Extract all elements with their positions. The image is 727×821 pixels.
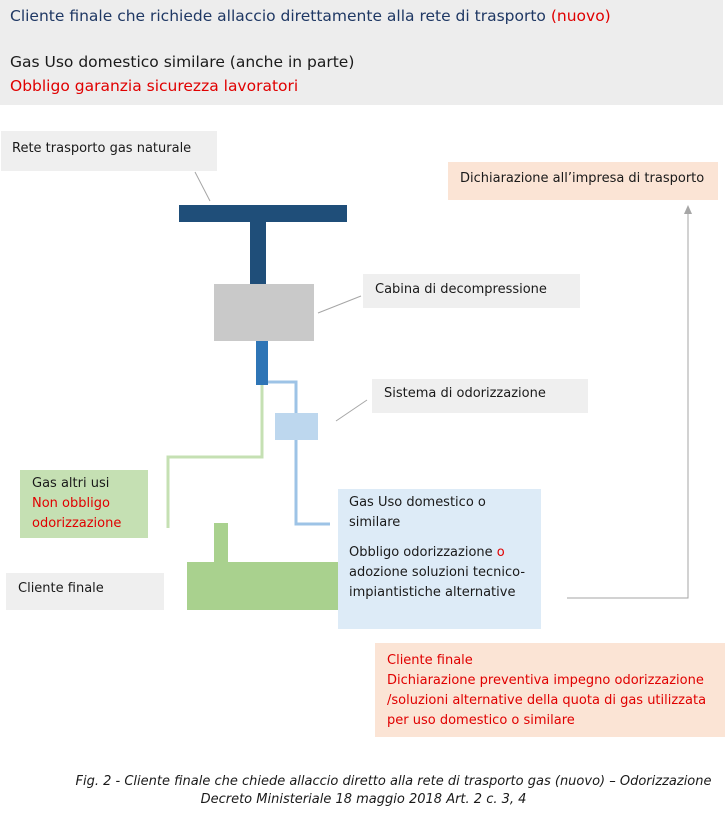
end-client-block [187,562,353,610]
spacer [349,533,541,543]
odorization-block [275,413,318,440]
end-client-connector [214,523,228,562]
label-decompression-cabin-text: Cabina di decompressione [375,282,547,297]
label-domestic-use-line-2: similare [349,515,401,530]
pipe-light-blue-lower [294,440,330,526]
label-odorization-system: Sistema di odorizzazione [372,379,588,413]
label-domestic-use-line-3a: Obbligo odorizzazione [349,545,497,560]
label-declaration-transport: Dichiarazione all’impresa di trasporto [448,162,718,200]
label-declaration-transport-text: Dichiarazione all’impresa di trasporto [460,171,705,186]
arrow-head [684,205,692,214]
leader-rete [194,171,211,202]
label-other-uses-line-2: Non obbligo [32,496,110,511]
header-title: Cliente finale che richiede allaccio dir… [10,7,611,25]
label-end-client-declaration-line-3: /soluzioni alternative della quota di ga… [387,693,707,708]
label-domestic-use-line-3b: o [496,545,505,560]
label-transport-network: Rete trasporto gas naturale [1,131,217,171]
header-title-highlight: (nuovo) [550,7,611,25]
label-other-uses-line-1: Gas altri usi [32,476,110,491]
label-domestic-use-line-3: Obbligo odorizzazione o [349,543,541,563]
figure-caption-line-1: Fig. 2 - Cliente finale che chiede allac… [75,774,712,789]
label-end-client-declaration-line-4: per uso domestico o similare [387,713,575,728]
label-end-client-declaration-line-2: Dichiarazione preventiva impegno odorizz… [387,673,704,688]
header-line-2: Obbligo garanzia sicurezza lavoratori [10,77,299,95]
figure-caption: Fig. 2 - Cliente finale che chiede allac… [0,773,727,809]
label-transport-network-text: Rete trasporto gas naturale [12,141,192,156]
pipe-green [166,385,264,528]
header-title-text: Cliente finale che richiede allaccio dir… [10,7,546,25]
label-end-client-declaration-line-1: Cliente finale [387,653,473,668]
label-domestic-use-line-5: impiantistiche alternative [349,585,516,600]
label-odorization-system-text: Sistema di odorizzazione [384,386,546,401]
label-end-client: Cliente finale [6,573,164,610]
label-other-uses-line-3: odorizzazione [32,516,122,531]
transport-network-stem [250,222,266,284]
main-pipe [256,341,268,385]
label-end-client-text: Cliente finale [18,581,104,596]
label-end-client-declaration: Cliente finale Dichiarazione preventiva … [375,643,725,737]
transport-network-bar [179,205,347,222]
leader-cabina [317,295,362,314]
figure-caption-line-2: Decreto Ministeriale 18 maggio 2018 Art.… [200,792,527,807]
label-other-uses: Gas altri usi Non obbligo odorizzazione [20,470,148,538]
label-domestic-use-line-4: adozione soluzioni tecnico- [349,565,526,580]
label-domestic-use-line-1: Gas Uso domestico o [349,495,486,510]
header-panel: Cliente finale che richiede allaccio dir… [0,0,723,105]
decompression-cabin-block [214,284,314,341]
label-decompression-cabin: Cabina di decompressione [363,274,580,308]
leader-odor [335,399,368,422]
label-domestic-use: Gas Uso domestico o similare Obbligo odo… [338,489,541,629]
header-line-1: Gas Uso domestico similare (anche in par… [10,53,355,71]
arrow-line [567,210,689,599]
pipe-light-blue [268,380,298,413]
